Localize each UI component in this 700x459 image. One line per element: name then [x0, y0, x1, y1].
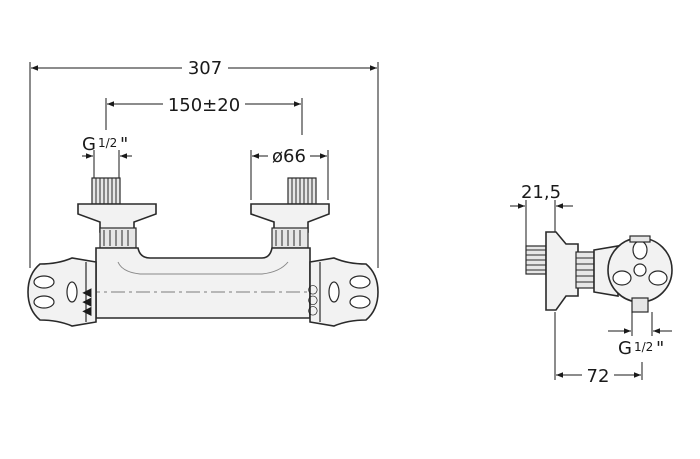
- side-knob: [607, 235, 673, 313]
- right-knob-marks: ○○○: [305, 285, 319, 316]
- right-inlet-fitting: [250, 177, 330, 249]
- front-view: 307 150±20 G 1/2 " ø66: [27, 58, 379, 327]
- thread-left-prefix: G: [82, 134, 96, 155]
- thread-left-suffix: ": [120, 134, 128, 155]
- side-view: 21,5: [510, 182, 673, 387]
- left-temperature-knob: ▲▲▲: [27, 257, 97, 327]
- dimension-flange-diameter: ø66: [250, 146, 329, 200]
- dimension-thread-left: G 1/2 ": [82, 134, 132, 178]
- side-body: [525, 231, 619, 311]
- thread-outlet-prefix: G: [618, 338, 632, 359]
- inlet-spacing-label: 150±20: [168, 95, 240, 116]
- dimension-overall-width: 307: [29, 58, 379, 268]
- thread-outlet-fraction: 1/2: [634, 340, 653, 354]
- thread-left-fraction: 1/2: [98, 136, 117, 150]
- dimension-inlet-spacing: 150±20: [105, 95, 303, 135]
- depth-label: 72: [587, 366, 610, 387]
- thread-outlet-suffix: ": [656, 338, 664, 359]
- dimension-depth: 72: [554, 312, 643, 387]
- dimension-flange-offset: 21,5: [510, 182, 573, 246]
- right-flow-knob: ○○○: [305, 257, 379, 327]
- flange-offset-label: 21,5: [521, 182, 561, 203]
- overall-width-label: 307: [188, 58, 222, 79]
- flange-diameter-label: ø66: [272, 146, 306, 167]
- left-knob-marks: ▲▲▲: [79, 288, 93, 316]
- dimension-thread-outlet: G 1/2 ": [608, 312, 672, 359]
- left-inlet-fitting: [77, 177, 157, 249]
